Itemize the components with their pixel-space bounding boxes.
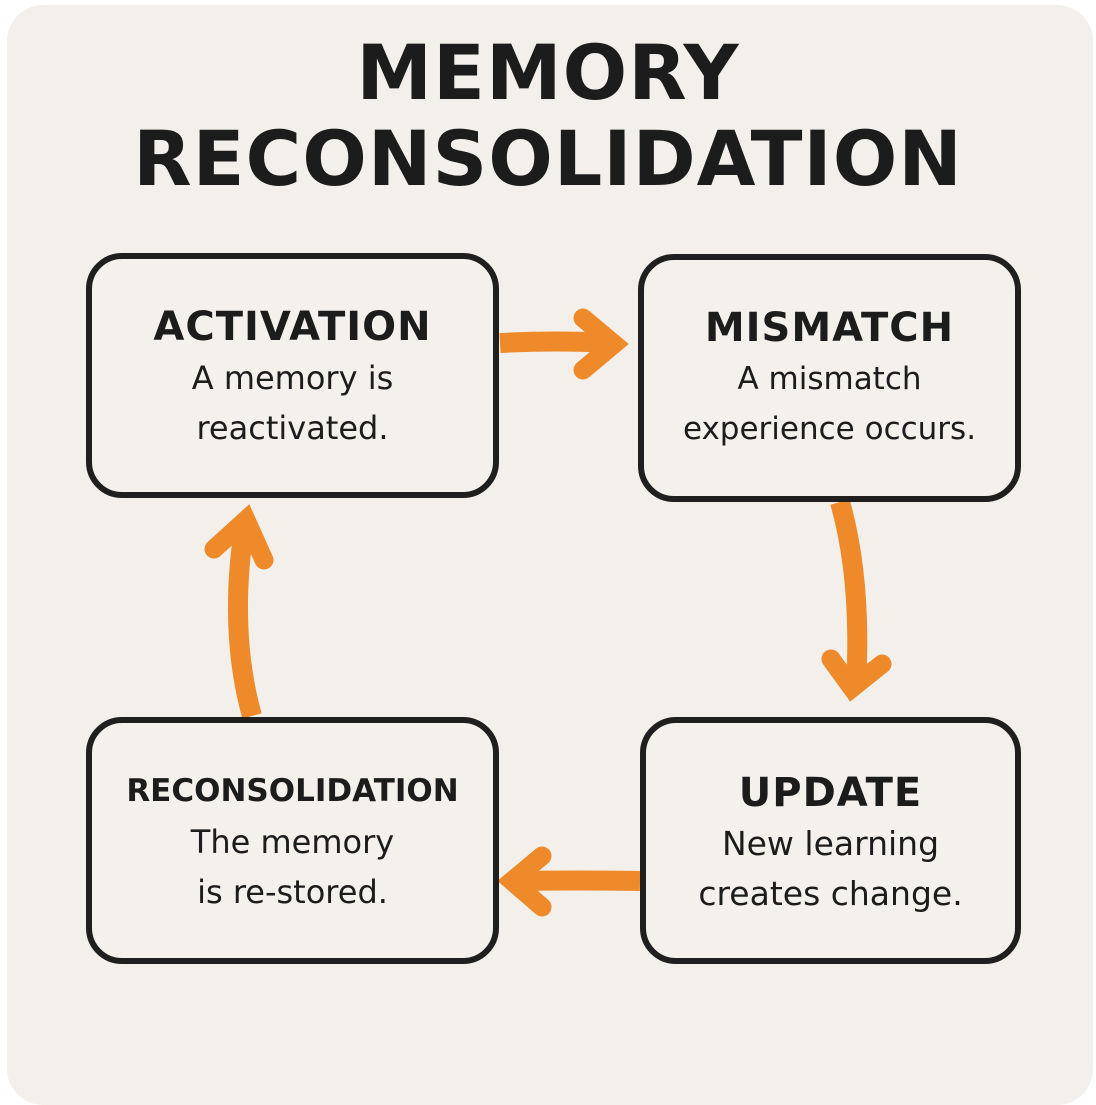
step-box-reconsolidation: RECONSOLIDATION The memory is re-stored.	[86, 717, 499, 964]
step-description-line-2: experience occurs.	[682, 411, 977, 447]
title-line-1: MEMORY	[356, 28, 740, 117]
step-heading: UPDATE	[738, 770, 923, 816]
step-description-line-1: The memory	[190, 823, 395, 861]
diagram-title: MEMORY RECONSOLIDATION	[0, 30, 1096, 202]
step-description-line-2: creates change.	[698, 874, 963, 913]
title-line-2: RECONSOLIDATION	[133, 114, 963, 203]
step-description-line-2: reactivated.	[196, 409, 389, 447]
step-description-line-1: A mismatch	[737, 361, 922, 397]
step-box-update: UPDATE New learning creates change.	[640, 717, 1021, 964]
step-heading: ACTIVATION	[153, 304, 432, 350]
step-description-line-1: A memory is	[191, 359, 394, 397]
step-heading: MISMATCH	[704, 305, 955, 351]
step-heading: RECONSOLIDATION	[126, 773, 459, 809]
step-description-line-1: New learning	[721, 824, 940, 863]
step-description-line-2: is re-stored.	[197, 873, 388, 911]
step-box-mismatch: MISMATCH A mismatch experience occurs.	[638, 254, 1021, 502]
step-box-activation: ACTIVATION A memory is reactivated.	[86, 253, 499, 498]
